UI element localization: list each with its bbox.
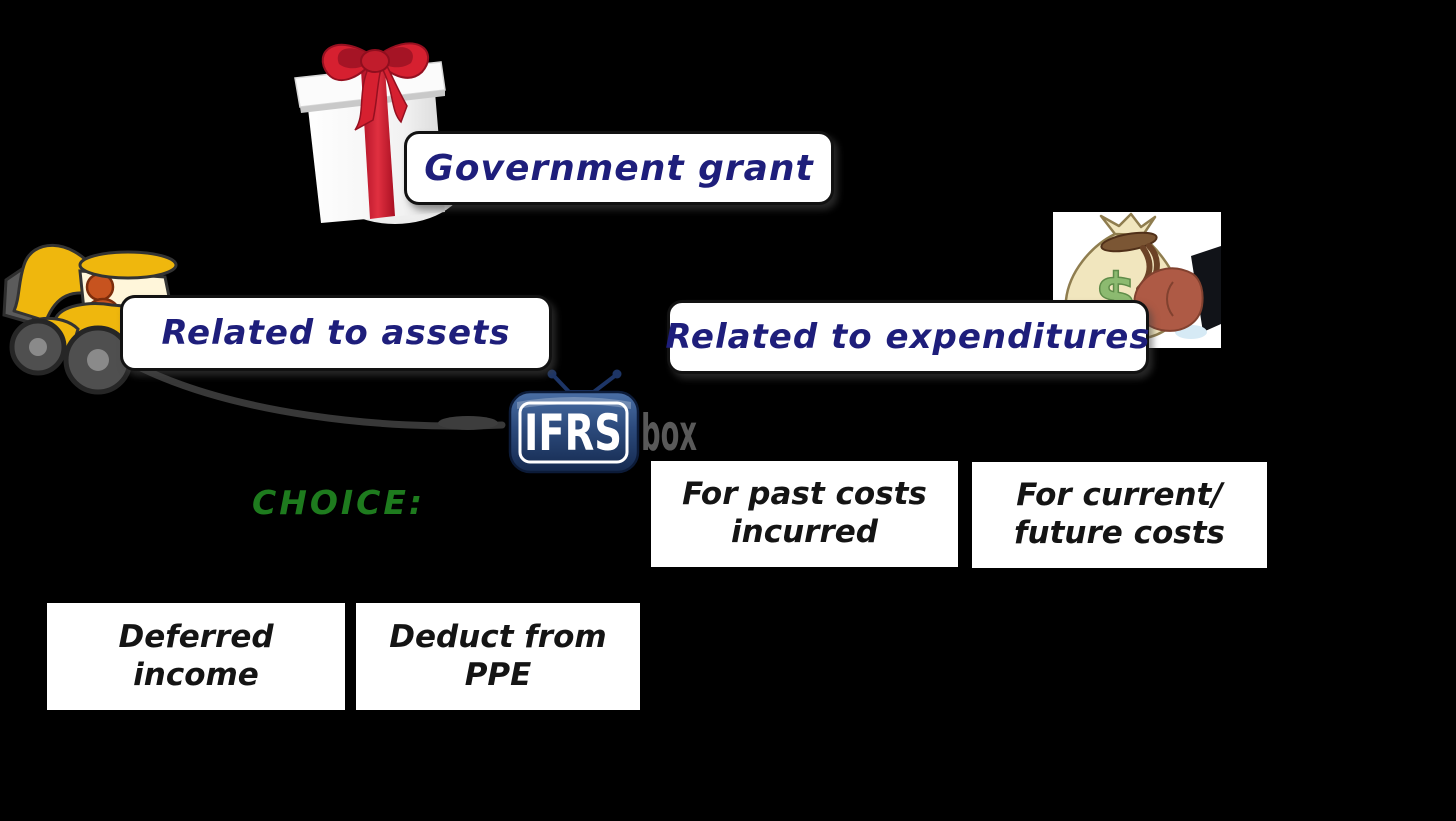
- for-current-future-costs-box: For current/ future costs: [972, 462, 1267, 568]
- for-current-future-line2: future costs: [1014, 515, 1225, 551]
- related-to-expenditures-box: Related to expenditures: [665, 300, 1151, 374]
- for-past-costs-line2: incurred: [731, 514, 878, 550]
- deferred-income-box: Deferred income: [47, 603, 345, 710]
- related-to-expenditures-label: Related to expenditures: [665, 317, 1151, 357]
- deduct-from-ppe-box: Deduct from PPE: [356, 603, 640, 710]
- government-grant-box: Government grant: [404, 131, 834, 205]
- for-past-costs-line1: For past costs: [682, 476, 927, 513]
- deduct-from-ppe-line1: Deduct from: [389, 618, 607, 655]
- for-current-future-line1: For current/: [1016, 477, 1223, 514]
- related-to-assets-box: Related to assets: [120, 295, 552, 371]
- logo-box-text: box: [641, 404, 697, 462]
- ifrsbox-logo: IFRS box: [508, 369, 697, 474]
- deduct-from-ppe-line2: PPE: [464, 656, 532, 693]
- tv-body-icon: [508, 390, 640, 474]
- for-past-costs-box: For past costs incurred: [651, 461, 958, 567]
- deferred-income-line2: income: [133, 656, 259, 693]
- logo-ifrs-text: IFRS: [524, 404, 622, 462]
- related-to-assets-label: Related to assets: [161, 313, 511, 353]
- government-grant-label: Government grant: [424, 147, 814, 189]
- choice-label: CHOICE:: [252, 483, 426, 522]
- deferred-income-line1: Deferred: [118, 618, 274, 655]
